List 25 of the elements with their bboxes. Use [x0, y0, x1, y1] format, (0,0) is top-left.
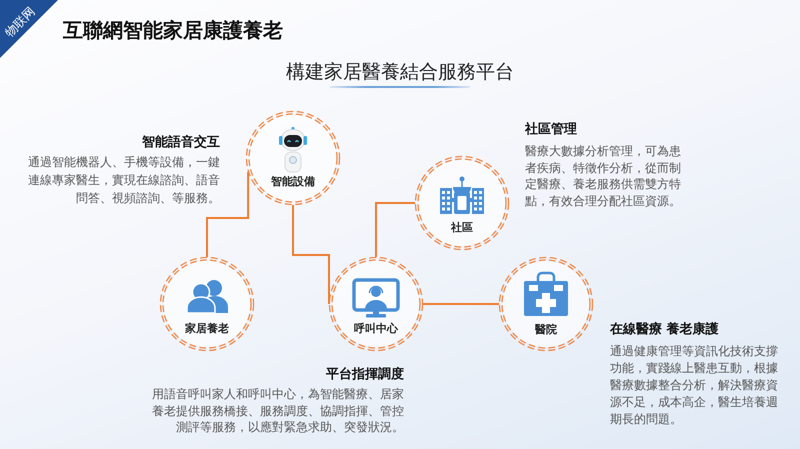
subtitle: 構建家居醫養結合服務平台: [286, 61, 514, 83]
dashed-circle: [498, 256, 594, 352]
node-label: 智能設備: [271, 175, 315, 188]
connector-line: [206, 172, 250, 257]
connector-line: [423, 303, 499, 305]
connector-line: [292, 205, 330, 304]
description-text: 通過健康管理等資訊化技術支撐功能，實踐線上醫患互動，根據醫療數據整合分析，解決醫療資源不足，成本高企，醫生培養週期長的問題。: [610, 343, 779, 428]
section-heading: 社區管理: [525, 122, 577, 138]
dashed-circle: [159, 256, 255, 352]
section-heading: 平台指揮調度: [326, 367, 404, 383]
dashed-circle: [245, 110, 341, 206]
dashed-circle: [328, 256, 424, 352]
description-text: 醫療大數據分析管理，可為患者疾病、特徵作分析，從而制定醫療、養老服務供需雙方特點，有效合理分配社區資源。: [525, 143, 682, 209]
ribbon-label: 物联网: [2, 4, 38, 40]
dashed-circle: [414, 155, 510, 251]
node-label: 醫院: [535, 323, 557, 336]
section-heading: 在線醫療 養老康護: [610, 322, 719, 338]
connector-line: [375, 202, 415, 257]
description-text: 通過智能機器人、手機等設備，一鍵連線專家醫生，實現在線諮詢、語音問答、視頻諮詢、等服務。: [27, 154, 220, 207]
node-label: 呼叫中心: [354, 322, 398, 335]
description-text: 用語音呼叫家人和呼叫中心，為智能醫療、居家養老提供服務橋接、服務調度、協調指揮、管控測評等服務，以應對緊急求助、突發狀況。: [151, 386, 404, 436]
title: 互聯網智能家居康護養老: [63, 18, 283, 42]
section-heading: 智能語音交互: [142, 135, 220, 151]
node-label: 社區: [451, 221, 473, 234]
node-label: 家居養老: [185, 322, 229, 335]
